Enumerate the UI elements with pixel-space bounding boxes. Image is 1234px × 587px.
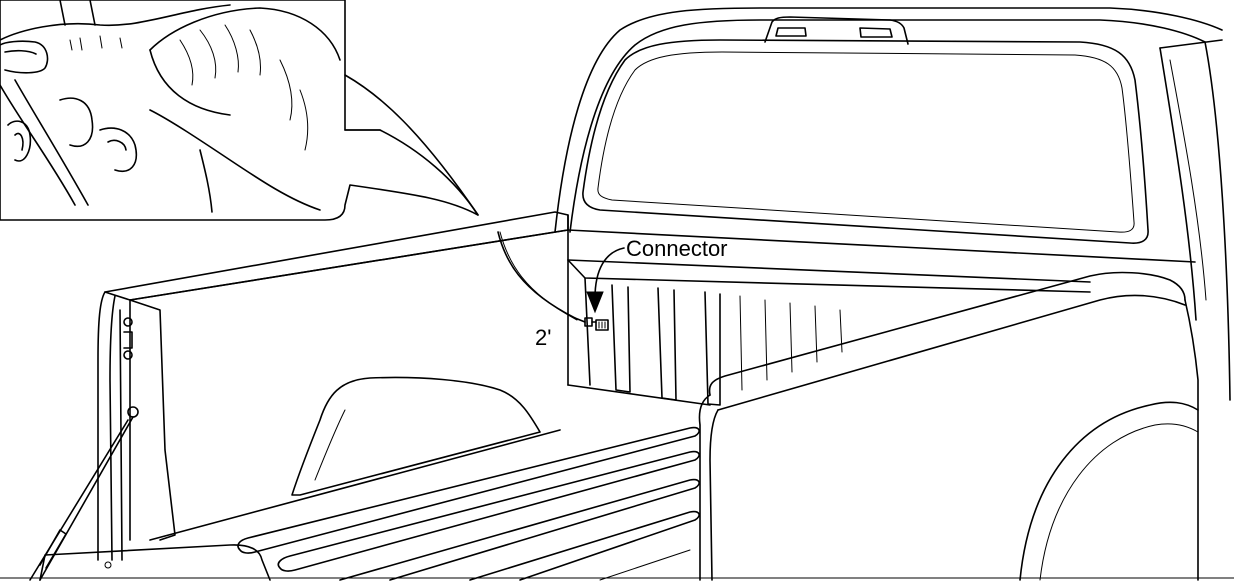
rear-wheel-arch bbox=[1019, 401, 1199, 581]
bed-front-wall bbox=[567, 214, 1196, 406]
connector-pointer-arrow bbox=[586, 247, 625, 314]
rear-window bbox=[582, 39, 1149, 244]
connector-label: Connector bbox=[626, 236, 728, 261]
cable-length-label: 2' bbox=[535, 325, 552, 350]
third-brake-light bbox=[764, 16, 909, 45]
wiring-harness bbox=[497, 231, 609, 331]
inset-hand bbox=[0, 0, 341, 213]
truck-cab bbox=[554, 7, 1231, 401]
left-wheel-well bbox=[291, 376, 541, 496]
bed-left-rail bbox=[104, 211, 569, 541]
tailgate-area bbox=[0, 291, 1234, 581]
bed-floor-ribs bbox=[149, 426, 700, 581]
front-wall-ribs bbox=[611, 284, 843, 406]
bed-right-side bbox=[698, 271, 1199, 581]
magnified-inset bbox=[0, 0, 479, 221]
